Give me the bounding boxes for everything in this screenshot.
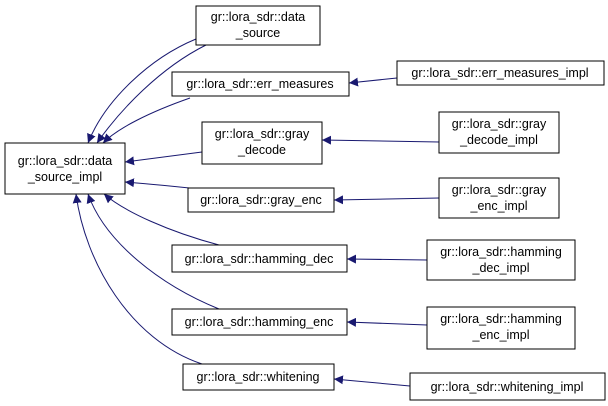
edge-data-source-to-data-source-impl-2 — [96, 44, 207, 144]
node-hamming-enc-impl[interactable]: gr::lora_sdr::hamming _enc_impl — [426, 306, 576, 350]
node-gray-enc-impl[interactable]: gr::lora_sdr::gray _enc_impl — [438, 177, 560, 219]
node-hamming-enc[interactable]: gr::lora_sdr::hamming_enc — [171, 308, 348, 336]
node-label-line: _source — [235, 26, 281, 40]
node-label-line: _decode_impl — [459, 133, 538, 147]
node-gray-decode-impl[interactable]: gr::lora_sdr::gray _decode_impl — [438, 111, 560, 154]
edge-gray-decode-to-data-source-impl — [124, 151, 203, 166]
node-label-line: _enc_impl — [472, 328, 530, 342]
node-label-line: gr::lora_sdr::whitening — [197, 370, 320, 384]
node-label-line: gr::lora_sdr::data — [211, 10, 306, 24]
node-label-line: gr::lora_sdr::data — [18, 154, 113, 168]
edge-hamming-dec-to-data-source-impl — [103, 193, 220, 246]
node-label-line: _source_impl — [27, 170, 102, 184]
edge-whitening-to-data-source-impl — [72, 193, 203, 365]
edge-gray-decode-impl-to-gray-decode — [321, 135, 440, 145]
edge-gray-enc-impl-to-gray-enc — [333, 195, 440, 205]
node-label-line: _dec_impl — [472, 261, 530, 275]
node-err-measures-impl[interactable]: gr::lora_sdr::err_measures_impl — [396, 60, 605, 86]
edge-hamming-enc-to-data-source-impl — [86, 193, 220, 310]
edge-err-measures-to-data-source-impl — [102, 97, 191, 144]
node-label-line: gr::lora_sdr::gray — [215, 127, 310, 141]
node-label-line: gr::lora_sdr::gray — [452, 183, 547, 197]
node-label-line: gr::lora_sdr::gray — [452, 117, 547, 131]
node-gray-enc[interactable]: gr::lora_sdr::gray_enc — [187, 187, 335, 213]
edge-hamming-enc-impl-to-hamming-enc — [346, 317, 428, 327]
edge-hamming-dec-impl-to-hamming-dec — [346, 254, 428, 264]
node-whitening-impl[interactable]: gr::lora_sdr::whitening_impl — [409, 372, 606, 401]
node-hamming-dec-impl[interactable]: gr::lora_sdr::hamming _dec_impl — [426, 239, 576, 281]
node-label-line: gr::lora_sdr::hamming — [440, 312, 562, 326]
node-label-line: _enc_impl — [470, 199, 528, 213]
node-data-source-impl[interactable]: gr::lora_sdr::data _source_impl — [4, 142, 126, 195]
node-label-line: gr::lora_sdr::hamming_enc — [185, 315, 334, 329]
node-label-line: gr::lora_sdr::err_measures — [186, 77, 333, 91]
node-label-line: gr::lora_sdr::err_measures_impl — [411, 66, 588, 80]
node-whitening[interactable]: gr::lora_sdr::whitening — [182, 363, 335, 391]
node-label-line: gr::lora_sdr::hamming — [440, 245, 562, 259]
node-data-source[interactable]: gr::lora_sdr::data _source — [195, 5, 321, 46]
node-label-line: _decode — [237, 143, 286, 157]
node-gray-decode[interactable]: gr::lora_sdr::gray _decode — [201, 121, 323, 165]
edge-err-measures-impl-to-err-measures — [348, 77, 398, 87]
node-hamming-dec[interactable]: gr::lora_sdr::hamming_dec — [171, 244, 348, 273]
edge-whitening-impl-to-whitening — [333, 375, 411, 387]
node-label-line: gr::lora_sdr::whitening_impl — [431, 380, 584, 394]
edge-data-source-to-data-source-impl — [87, 38, 197, 144]
node-label-line: gr::lora_sdr::gray_enc — [200, 193, 322, 207]
node-err-measures[interactable]: gr::lora_sdr::err_measures — [171, 71, 350, 97]
node-label-line: gr::lora_sdr::hamming_dec — [185, 252, 334, 266]
